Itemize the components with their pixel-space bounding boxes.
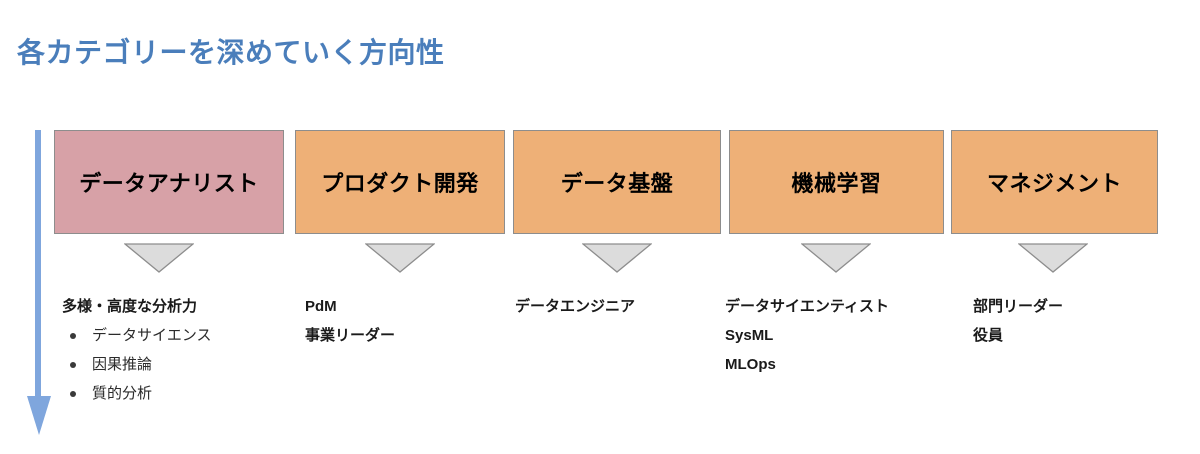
category-box-1[interactable]: データアナリスト [54, 130, 284, 234]
category-box-4[interactable]: 機械学習 [729, 130, 944, 234]
category-box-label: マネジメント [986, 171, 1122, 196]
column-text-5: 部門リーダー役員 [973, 292, 1063, 350]
arrow-shape-icon [27, 130, 51, 435]
downward-direction-arrow [24, 130, 54, 440]
column-heading: 部門リーダー [973, 298, 1064, 315]
page-title: 各カテゴリーを深めていく方向性 [17, 37, 445, 68]
category-box-2[interactable]: プロダクト開発 [295, 130, 505, 234]
column-text-3: データエンジニア [515, 292, 635, 321]
category-box-label: プロダクト開発 [321, 171, 479, 196]
column-text-4: データサイエンティスト SysML MLOps [725, 292, 889, 379]
category-box-3[interactable]: データ基盤 [513, 130, 721, 234]
column-line: SysML [725, 327, 774, 344]
category-box-row: データアナリスト プロダクト開発 データ基盤 機械学習 マネジメント [0, 130, 1200, 234]
category-box-5[interactable]: マネジメント [951, 130, 1158, 234]
column-heading: データサイエンティスト [725, 298, 889, 315]
column-heading: データエンジニア [515, 298, 636, 315]
column-text-1: 多様・高度な分析力データサイエンス因果推論質的分析 [62, 292, 212, 408]
column-line: 事業リーダー [305, 327, 396, 344]
category-box-label: 機械学習 [791, 171, 882, 196]
column-heading: PdM [305, 298, 337, 315]
category-box-label: データ基盤 [560, 171, 674, 196]
list-item: 因果推論 [62, 350, 212, 379]
column-bullet-list: データサイエンス因果推論質的分析 [62, 321, 212, 408]
column-line: MLOps [725, 356, 776, 373]
category-box-label: データアナリスト [79, 171, 259, 196]
list-item: 質的分析 [62, 379, 212, 408]
list-item: データサイエンス [62, 321, 212, 350]
column-text-2: PdM 事業リーダー [305, 292, 395, 350]
column-line: 役員 [973, 327, 1004, 344]
column-heading: 多様・高度な分析力 [62, 298, 198, 315]
